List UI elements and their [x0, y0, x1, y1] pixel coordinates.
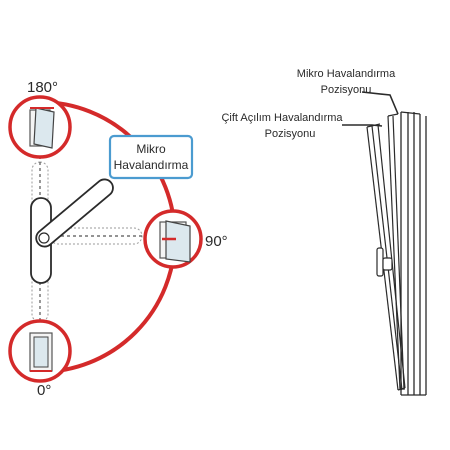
leader-double	[342, 124, 383, 127]
angle-label-180: 180°	[27, 79, 58, 96]
window-icon-turned	[159, 220, 191, 263]
window-circle-top	[8, 95, 72, 159]
window-circle-right	[143, 209, 203, 269]
handle-rotation-diagram: 180° 90° 0° Mikro Havalandırma	[8, 79, 228, 399]
sash-micro-position	[387, 113, 405, 391]
window-section-diagram: Mikro Havalandırma Pozisyonu Çift Açılım…	[221, 68, 427, 396]
micro-ventilation-callout: Mikro Havalandırma	[108, 134, 194, 180]
label-micro-line-1: Mikro Havalandırma	[297, 68, 396, 80]
sash-handle	[376, 247, 393, 277]
window-icon-tilted	[29, 107, 55, 149]
label-double-line-1: Çift Açılım Havalandırma	[221, 112, 343, 124]
angle-label-0: 0°	[37, 382, 51, 399]
window-icon-closed	[29, 332, 53, 372]
sash-tilt-position	[366, 123, 406, 391]
handle-lever	[35, 178, 114, 248]
label-micro-line-2: Pozisyonu	[321, 84, 372, 96]
callout-line-2: Havalandırma	[114, 158, 189, 172]
callout-line-1: Mikro	[136, 142, 166, 156]
window-frame	[400, 111, 427, 396]
angle-label-90: 90°	[205, 233, 228, 250]
handle-pivot	[38, 232, 50, 244]
leader-micro	[361, 91, 399, 115]
label-double-line-2: Pozisyonu	[265, 128, 316, 140]
window-circle-bottom	[8, 319, 72, 383]
